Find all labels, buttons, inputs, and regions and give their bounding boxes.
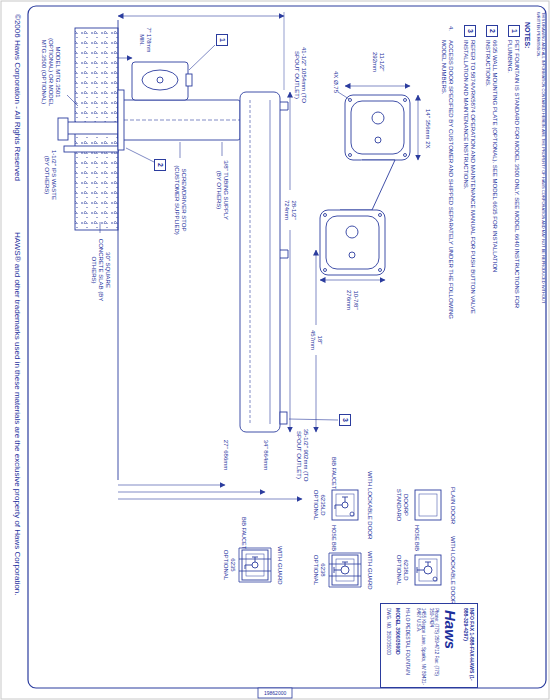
part-label: 30" SQUARE CONCRETE SLAB (BY OTHERS) [89,235,111,305]
notes-heading: NOTES: [523,22,531,48]
proprietary-note: THIS DRAWING AND ALL INFORMATION CONTAIN… [535,12,545,312]
option-title: WITH GUARD [365,551,372,590]
note-text: ACCESS DOOR SPECIFIED BY CUSTOMER AND SH… [440,40,454,320]
dimension: 10-7/8" 276mm [345,282,359,318]
callout-number: 3 [341,418,349,422]
title-text: Phone: (775) 359-4712 Fax: (775) 359-742… [428,608,439,686]
dimension: 34" 864mm [261,438,268,472]
part-label: 1-1/2" IPS WASTE (BY OTHERS) [43,145,57,205]
title-text: DWG. NO. 3500/3500D [386,608,391,686]
callout-box: 1 [216,34,228,46]
option-title: WITH GUARD [275,546,282,585]
part-label: BIB FAUCET [240,517,247,549]
dimension: 27" 686mm [221,438,228,472]
option-model: 6235LD OPTIONAL [312,483,326,527]
part-label: HOSE BIB [330,525,337,551]
option-model: 6238LD OPTIONAL [395,548,409,592]
dimension: 11-1/2" 292mm [371,44,385,80]
part-label: HOSE BIB [413,525,420,551]
note-number: 4. [447,26,454,31]
part-label: BIB FAUCET [330,457,337,489]
option-model: 6235 OPTIONAL [222,543,236,587]
option-model: 6238 OPTIONAL [312,548,326,592]
callout-number: 2 [156,163,164,167]
title-block: INFO FAX 1-888-FAX-HAWS (1-888-329-4297)… [380,603,478,688]
option-model: DOORP STANDARD [395,485,409,525]
title-text: INFO FAX 1-888-FAX-HAWS (1-888-329-4297) [463,608,475,686]
note-text: PET FOUNTAIN IS STANDARD FOR MODEL 3500 … [506,40,520,320]
model-note: MODEL MTG.3501 (OPTIONAL) OR MODEL MTG.3… [39,30,61,114]
option-title: PLAIN DOOR [448,487,455,524]
note-text: REFER TO 5874/VRK5874 OPERATION AND MAIN… [462,40,476,320]
option-title: WITH LOCKABLE DOOR [448,536,455,604]
part-label: 3/8" TUBING SUPPLY (BY OTHERS) [215,158,229,222]
note-number-box: 2 [486,25,498,37]
note-text: 6635 WALL MOUNTING PLATE (OPTIONAL). SEE… [484,40,498,320]
callout-number: 3 [466,29,474,33]
copyright: ©2006 Haws Corporation - All Rights Rese… [12,14,22,181]
title-text: Haws [441,610,459,649]
dimension: 14" 356mm 2X [423,109,430,148]
callout-number: 2 [488,29,496,33]
title-text: MODEL 3500/3500D [395,608,401,686]
dimension: 35-1/2" 902mm (TO SPOUT OUTLET) [295,425,309,485]
dimension: 41-1/2" 1054mm (TO SPOUT OUTLET) [293,44,307,106]
note-number-box: 3 [464,25,476,37]
callout-box: 3 [339,414,351,426]
title-text: HI-LO PEDESTAL FOUNTAIN [405,608,411,686]
copyright: HAWS® and other trademarks used in these… [12,232,22,596]
callout-box: 2 [154,159,166,171]
callout-number: 1 [218,38,226,42]
note-number-box: 1 [508,25,520,37]
dimension: 4X Ø.75 [331,71,338,93]
title-text: 1455 Kleppe Lane, Sparks, NV 89431-6467 … [415,608,426,686]
dimension: 18" 457mm [309,325,323,355]
dimension: 7" 178mm MIN. [138,24,151,56]
option-title: WITH LOCKABLE DOOR [365,471,372,539]
part-label: SCREWDRIVER STOP (CUSTOMER SUPPLIED) [173,160,187,240]
dimension: 28-1/2" 724mm [283,190,297,230]
sheet-tab: 19862000 [264,690,286,696]
callout-number: 1 [510,29,518,33]
